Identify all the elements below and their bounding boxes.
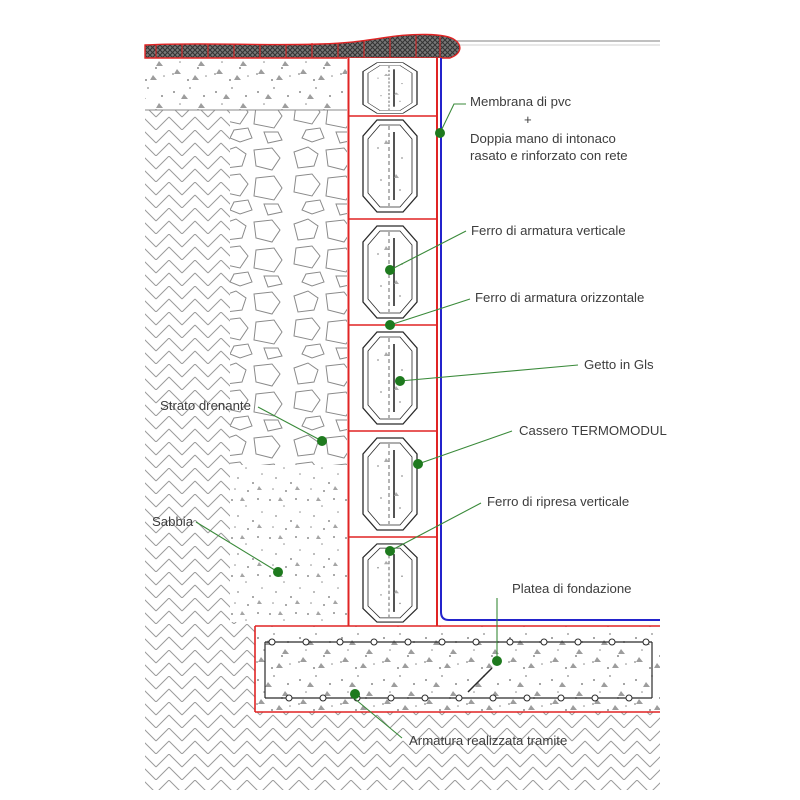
leader-strato	[257, 406, 323, 442]
labels: Membrana di pvc + Doppia mano di intonac…	[152, 94, 667, 748]
ground-cap	[144, 33, 461, 59]
leader-lines	[195, 103, 579, 739]
label-getto: Getto in Gls	[584, 357, 654, 372]
label-ferro-orizzontale: Ferro di armatura orizzontale	[475, 290, 644, 305]
dot-ferro-orizzontale	[385, 320, 395, 330]
label-membrana-line2: Doppia mano di intonaco	[470, 131, 616, 146]
leader-ferro-orizzontale	[389, 298, 471, 326]
label-ferro-verticale: Ferro di armatura verticale	[471, 223, 626, 238]
dot-platea	[492, 656, 502, 666]
leader-cassero	[417, 430, 513, 465]
pvc-membrane-line	[440, 58, 660, 621]
sand-layer	[230, 465, 347, 622]
soil-hatch	[145, 110, 660, 790]
label-membrana-plus: +	[524, 112, 532, 127]
dot-ripresa	[385, 546, 395, 556]
dot-strato	[317, 436, 327, 446]
formwork-module	[362, 61, 418, 115]
formwork-module	[362, 119, 418, 213]
label-strato: Strato drenante	[160, 398, 251, 413]
label-armatura: Armatura realizzata tramite	[409, 733, 567, 748]
dot-sabbia	[273, 567, 283, 577]
label-platea: Platea di fondazione	[512, 581, 632, 596]
label-cassero: Cassero TERMOMODUL	[519, 423, 667, 438]
leader-membrana	[439, 103, 466, 134]
leader-sabbia	[195, 521, 279, 573]
dot-membrana	[435, 128, 445, 138]
dot-armatura	[350, 689, 360, 699]
leader-armatura	[354, 698, 403, 739]
label-sabbia: Sabbia	[152, 514, 194, 529]
top-concrete-band	[145, 57, 347, 111]
slab-rebar-cage	[264, 638, 653, 702]
slab-red-outline	[254, 625, 660, 713]
cap-red-ticks	[155, 36, 441, 58]
soil-left-of-slab	[145, 622, 255, 712]
formwork-module	[362, 437, 418, 531]
gravel-drainage-layer	[230, 110, 347, 465]
label-membrana-line1: Membrana di pvc	[470, 94, 572, 109]
wall-face-lines	[347, 58, 438, 626]
soil-left-column	[145, 110, 230, 622]
leader-ferro-verticale	[389, 230, 467, 271]
foundation-slab	[254, 625, 660, 713]
label-ripresa: Ferro di ripresa verticale	[487, 494, 629, 509]
ground-line	[455, 40, 660, 46]
soil-under-slab	[145, 712, 660, 790]
leader-getto	[399, 364, 579, 382]
anchor-dots	[273, 128, 502, 699]
label-membrana-line3: rasato e rinforzato con rete	[470, 148, 628, 163]
slab-rebar-sections	[268, 638, 650, 702]
formwork-module	[362, 331, 418, 425]
leader-ripresa	[389, 502, 482, 552]
dot-cassero	[413, 459, 423, 469]
dot-getto	[395, 376, 405, 386]
dot-ferro-verticale	[385, 265, 395, 275]
